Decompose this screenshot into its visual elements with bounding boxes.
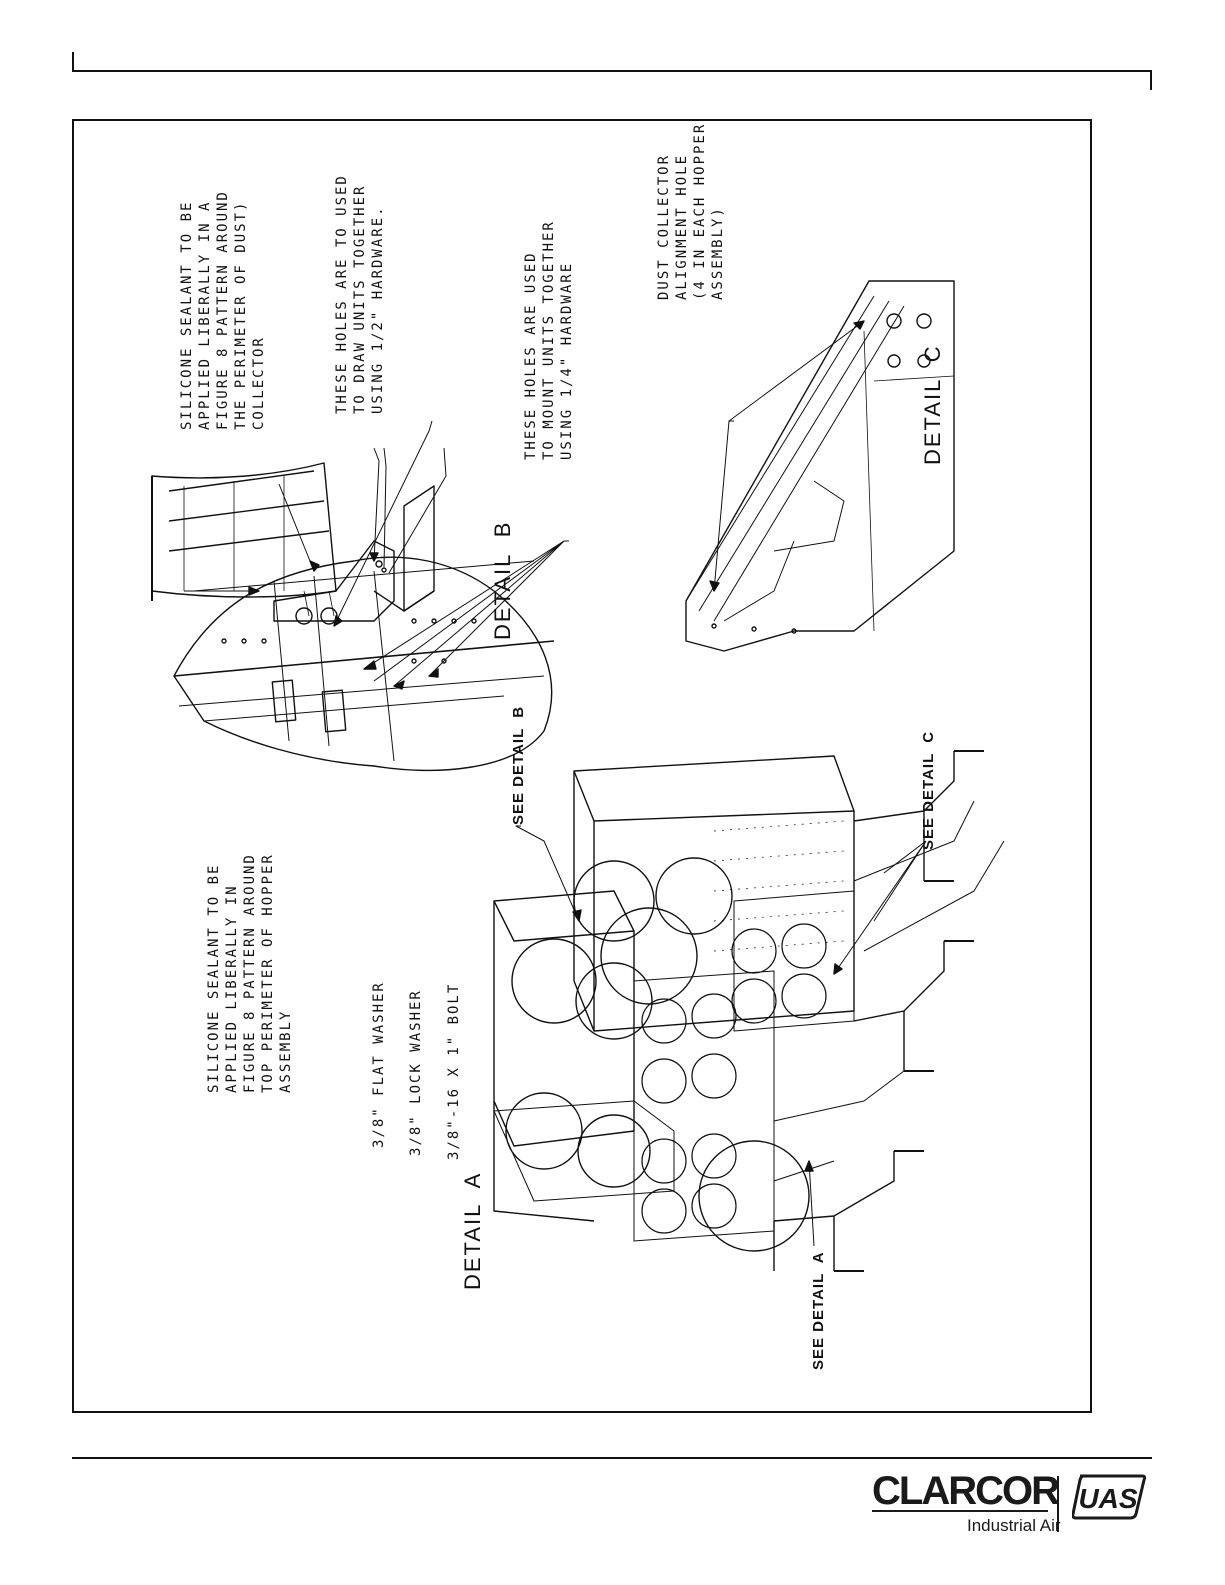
assembly-drawing <box>151 280 1005 1272</box>
main-assembly-view <box>493 750 1005 1272</box>
wordmark-underline <box>872 1510 1048 1512</box>
see-detail-a-label: SEE DETAIL A <box>810 1251 827 1370</box>
detail-b-title: DETAIL B <box>490 520 515 640</box>
drawing-frame <box>72 119 1092 1413</box>
alignment-hole-note: DUST COLLECTOR ALIGNMENT HOLE (4 IN EACH… <box>656 122 726 300</box>
uas-wordmark: UAS <box>1078 1483 1137 1514</box>
see-detail-c-label: SEE DETAIL C <box>920 730 937 850</box>
header-rule-left-tick <box>72 52 74 72</box>
header-rule <box>72 70 1152 72</box>
see-detail-b-label: SEE DETAIL B <box>510 705 527 825</box>
footer-rule <box>72 1457 1152 1459</box>
detail-c-view <box>685 280 955 652</box>
flat-washer-note: 3/8" FLAT WASHER <box>371 981 387 1148</box>
detail-b-sealant-note: SILICONE SEALANT TO BE APPLIED LIBERALLY… <box>179 190 267 430</box>
detail-b-view <box>173 420 569 772</box>
industrial-air-label: Industrial Air <box>967 1516 1061 1535</box>
clarcor-uas-logo: CLARCOR Industrial Air UAS <box>872 1470 1152 1560</box>
detail-c-title: DETAIL C <box>920 344 945 465</box>
logo-separator <box>1057 1476 1059 1532</box>
draw-holes-note: THESE HOLES ARE TO USED TO DRAW UNITS TO… <box>334 174 386 414</box>
bolt-note: 3/8"-16 X 1" BOLT <box>446 982 462 1160</box>
lock-washer-note: 3/8" LOCK WASHER <box>408 989 424 1156</box>
header-rule-right-tick <box>1150 70 1152 90</box>
uas-logo-icon: UAS <box>1072 1474 1147 1520</box>
mount-holes-note: THESE HOLES ARE USED TO MOUNT UNITS TOGE… <box>523 220 575 460</box>
clarcor-wordmark: CLARCOR <box>872 1469 1060 1513</box>
detail-a-view <box>151 447 447 625</box>
detail-a-title: DETAIL A <box>460 1171 485 1290</box>
detail-a-sealant-note: SILICONE SEALANT TO BE APPLIED LIBERALLY… <box>206 853 294 1093</box>
